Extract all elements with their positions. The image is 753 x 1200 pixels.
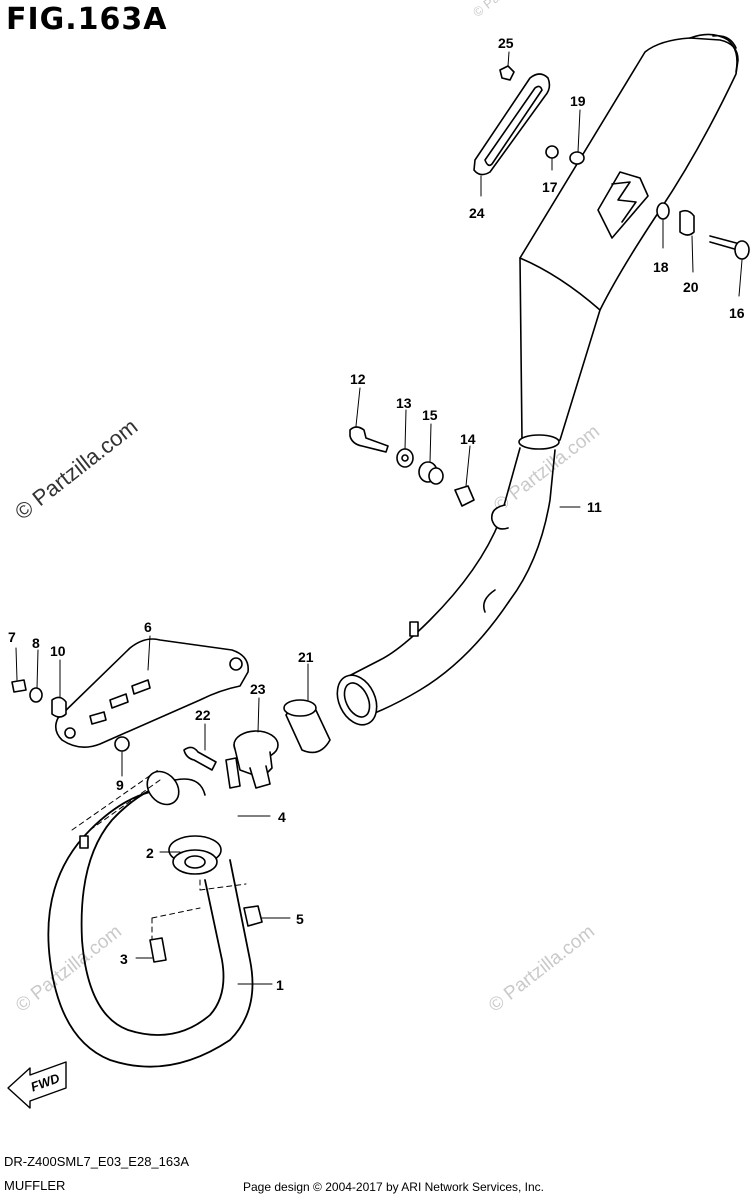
leader-lines	[15, 51, 743, 985]
callout-22: 22	[195, 707, 211, 723]
muffler-hardware	[349, 65, 750, 507]
callout-23: 23	[250, 681, 266, 697]
figure-title: FIG.163A	[6, 2, 168, 37]
callout-9: 9	[116, 777, 124, 793]
callout-15: 15	[422, 407, 438, 423]
part-22-bolt	[183, 746, 217, 771]
callout-24: 24	[469, 205, 485, 221]
callout-18: 18	[653, 259, 669, 275]
forward-arrow	[7, 1061, 67, 1109]
callout-13: 13	[396, 395, 412, 411]
callout-19: 19	[570, 93, 586, 109]
callout-20: 20	[683, 279, 699, 295]
callout-10: 10	[50, 643, 66, 659]
part-1-exhaust-pipe	[47, 757, 263, 1068]
callout-4: 4	[278, 809, 286, 825]
callout-8: 8	[32, 635, 40, 651]
callout-25: 25	[498, 35, 514, 51]
callout-12: 12	[350, 371, 366, 387]
part-21-gasket	[283, 699, 331, 754]
callout-labels: 25 19 17 24 18 20 16 12 13 15 14 11 7 8 …	[8, 35, 745, 1095]
part-24-strap	[473, 73, 551, 176]
part-23-clamp	[233, 730, 279, 789]
callout-2: 2	[146, 845, 154, 861]
part-6-heat-shield	[54, 638, 249, 748]
callout-3: 3	[120, 951, 128, 967]
callout-6: 6	[144, 619, 152, 635]
callout-1: 1	[276, 977, 284, 993]
muffler-assembly	[336, 33, 739, 726]
callout-21: 21	[298, 649, 314, 665]
callout-14: 14	[460, 431, 476, 447]
callout-16: 16	[729, 305, 745, 321]
section-name: MUFFLER	[4, 1178, 66, 1193]
callout-17: 17	[542, 179, 558, 195]
copyright-credit: Page design © 2004-2017 by ARI Network S…	[243, 1180, 545, 1194]
callout-11: 11	[587, 499, 602, 515]
shield-hardware	[11, 679, 130, 752]
callout-5: 5	[296, 911, 304, 927]
callout-7: 7	[8, 629, 16, 645]
model-code: DR-Z400SML7_E03_E28_163A	[4, 1154, 190, 1169]
